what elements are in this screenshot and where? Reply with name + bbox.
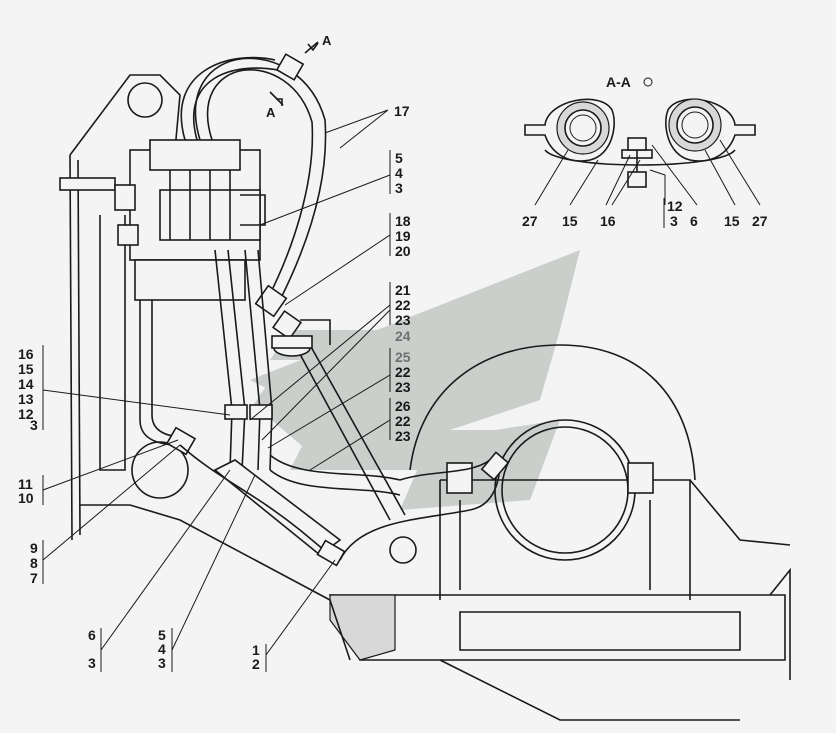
stack-8: 8 (30, 555, 38, 571)
stack-11: 11 (18, 476, 33, 492)
watermark-logo (250, 250, 580, 510)
lower-hoses (179, 444, 510, 567)
stack-26-22-23: 26 22 23 (309, 398, 411, 471)
callout-17-group: 17 (324, 103, 410, 149)
stack-left-15: 15 (18, 361, 34, 377)
stack-24: 24 (395, 328, 411, 344)
stack-19: 19 (395, 228, 411, 244)
section-marker-bottom: A (266, 91, 284, 120)
stack-9-8-7: 9 8 7 (30, 444, 181, 586)
stack-23a: 23 (395, 312, 411, 328)
stack-11-10: 11 10 (18, 439, 179, 506)
callout-16: 16 (600, 213, 616, 229)
stack-bottom-5-4-3: 5 4 3 (158, 474, 256, 672)
stack-bottom-4: 4 (158, 641, 166, 657)
stack-5-4-3-top-2: 4 (395, 165, 403, 181)
stack-7: 7 (30, 570, 38, 586)
stack-bottom-1-2: 1 2 (252, 559, 336, 672)
down-hoses (139, 249, 273, 471)
stack-bottom-6-3: 6 3 (88, 469, 231, 672)
section-rotation-icon (643, 77, 653, 87)
callout-27-right: 27 (752, 213, 768, 229)
callout-6: 6 (690, 213, 698, 229)
stack-22b: 22 (395, 364, 411, 380)
stack-bottom-3a: 3 (88, 655, 96, 671)
valve-block (59, 139, 266, 301)
stack-5-4-3-top: 5 4 3 (259, 150, 403, 226)
stack-5-4-3-top-1: 5 (395, 150, 403, 166)
section-title: A-A (606, 74, 631, 90)
stack-20: 20 (395, 243, 411, 259)
stack-24-label: 24 (395, 328, 411, 344)
stack-bottom-6: 6 (88, 627, 96, 643)
stack-21-22-23: 21 22 23 (249, 282, 411, 441)
stack-26: 26 (395, 398, 411, 414)
callout-12: 12 (667, 198, 683, 214)
stack-left-16: 16 (18, 346, 34, 362)
stack-left-12: 12 (18, 406, 34, 422)
stack-bottom-1: 1 (252, 642, 260, 658)
hose-loop-17 (180, 53, 327, 341)
diagonal-strut (271, 319, 406, 521)
stack-25-22-23: 25 22 23 (267, 348, 411, 449)
stack-bottom-5: 5 (158, 627, 166, 643)
stack-left-16-15-14-13-12-3: 16 15 14 13 12 3 (18, 345, 231, 433)
callout-27-left: 27 (522, 213, 538, 229)
section-view-aa: A-A (524, 74, 756, 188)
stack-9: 9 (30, 540, 38, 556)
stack-22a: 22 (395, 297, 411, 313)
stack-25: 25 (395, 349, 411, 365)
bottom-beam (328, 567, 791, 721)
drum-housing (409, 344, 791, 600)
stack-21: 21 (395, 282, 411, 298)
stack-bottom-2: 2 (252, 656, 260, 672)
stack-left-3: 3 (30, 417, 38, 433)
stack-left-14: 14 (18, 376, 34, 392)
stack-bottom-3b: 3 (158, 655, 166, 671)
section-leaders (534, 139, 761, 206)
stack-23b: 23 (395, 379, 411, 395)
main-frame (69, 74, 417, 601)
stack-18: 18 (395, 213, 411, 229)
section-marker-top: A (304, 33, 332, 54)
stack-10: 10 (18, 490, 34, 506)
callout-15-right: 15 (724, 213, 740, 229)
callout-15-left: 15 (562, 213, 578, 229)
section-callouts: 27 15 16 12 3 6 15 27 (522, 198, 768, 229)
stack-23c: 23 (395, 428, 411, 444)
section-marker-bottom-label: A (266, 105, 276, 120)
stack-18-19-20: 18 19 20 (284, 213, 411, 306)
stack-5-4-3-top-3: 3 (395, 180, 403, 196)
stack-left-13: 13 (18, 391, 34, 407)
callout-17: 17 (394, 103, 410, 119)
callout-3: 3 (670, 213, 678, 229)
section-marker-top-label: A (322, 33, 332, 48)
stack-22c: 22 (395, 413, 411, 429)
